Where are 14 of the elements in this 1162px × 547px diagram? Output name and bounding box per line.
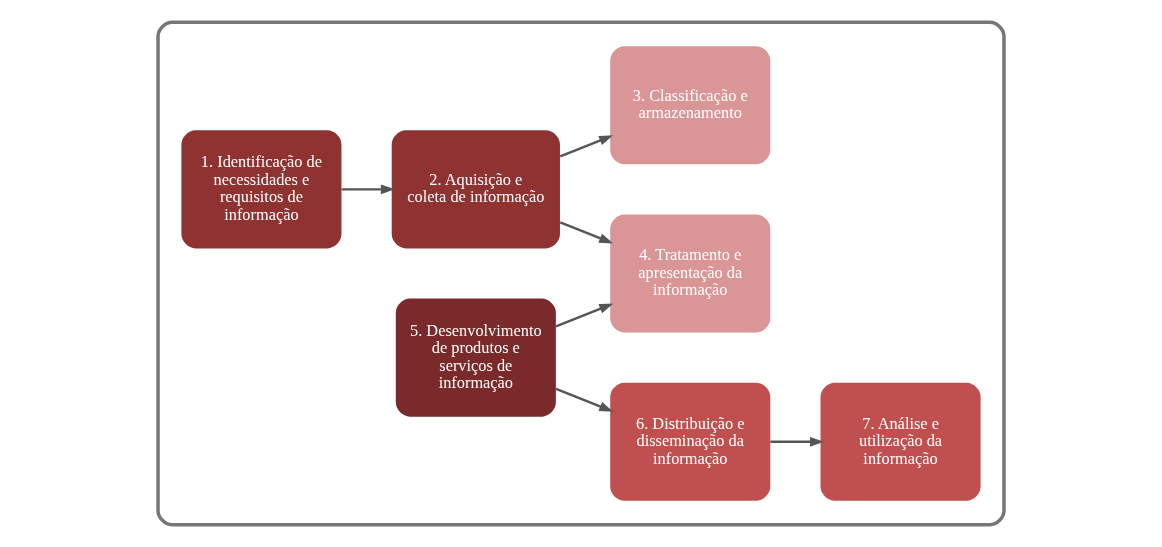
cluster: [156, 20, 1006, 527]
node-box: 1. Identificação de necessidades e requisitos de informação: [181, 130, 342, 249]
node-box: 2. Aquisição e coleta de informação: [391, 130, 560, 249]
node-box: 7. Análise e utilização da informação: [820, 382, 981, 501]
arrow: [341, 184, 395, 195]
arrow: [770, 436, 825, 447]
node-box: 6. Distribuição e disseminação da informação: [610, 382, 771, 501]
arrow: [555, 303, 614, 328]
node-box: 5. Desenvolvimento de produtos e serviços de informação: [395, 298, 556, 417]
node-box: 3. Classificação e armazenamento: [610, 46, 771, 165]
arrow: [559, 221, 614, 244]
node-box: 4. Tratamento e apresentação da informação: [610, 214, 771, 333]
arrow: [555, 387, 614, 412]
arrow: [559, 135, 614, 158]
